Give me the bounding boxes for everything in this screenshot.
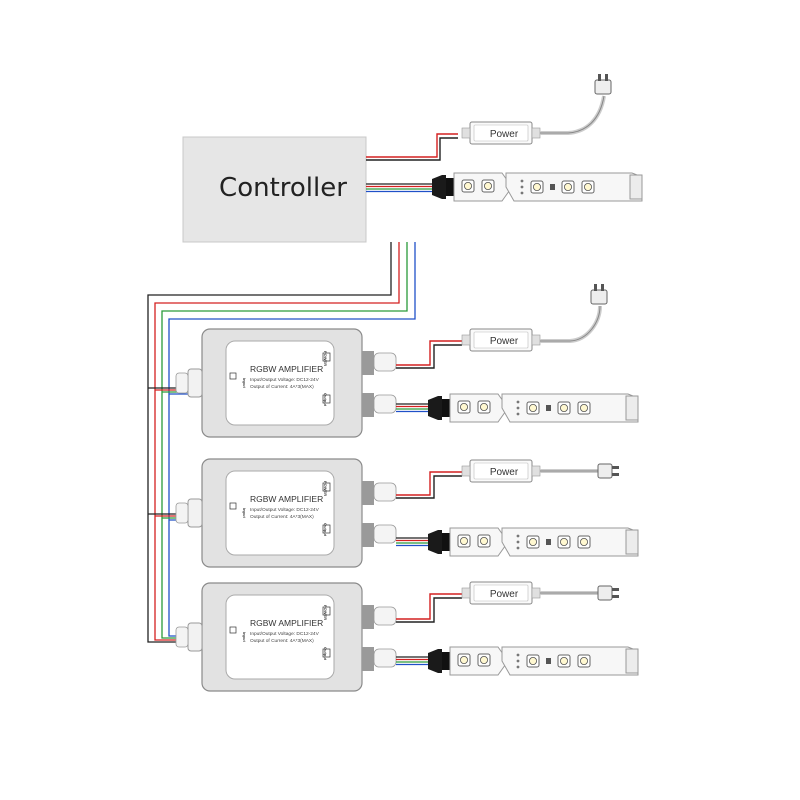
amplifier-port-input: Input [242,378,247,388]
amplifier-spec-voltage: Input/Output Voltage: DC12-24V [250,377,320,383]
amplifier-3: RGBW AMPLIFIER Input/Output Voltage: DC1… [175,582,397,692]
led-strip-2 [427,393,639,423]
controller-box: Controller [182,136,367,243]
plug-icon [594,74,612,95]
amplifier-port-output: Output [323,393,328,407]
controller-power-wires [366,133,458,161]
amplifier-spec-current: Output of Current: 4A*3(MAX) [250,514,314,520]
led-strip-1 [431,172,643,202]
amplifier-spec-voltage: Input/Output Voltage: DC12-24V [250,507,320,513]
amplifier-2-power-wires [396,471,462,499]
amplifier-title: RGBW AMPLIFIER [250,494,323,504]
amplifier-port-input: Input [242,632,247,642]
controller-to-amplifier-wires [147,242,416,643]
power-supply-3: Power [461,459,619,483]
amplifier-port-power: POWER [323,351,328,366]
plug-icon [590,284,608,305]
power-supply-1: Power [461,74,612,145]
plug-icon [597,463,619,479]
led-strip-3 [427,527,639,557]
amplifier-3-power-wires [396,593,462,623]
led-strip-4 [427,646,639,676]
amplifier-2: RGBW AMPLIFIER Input/Output Voltage: DC1… [175,458,397,568]
controller-strip-wires [366,183,432,193]
amplifier-spec-current: Output of Current: 4A*3(MAX) [250,638,314,644]
power-supply-label: Power [490,589,519,600]
amplifier-2-strip-wires [396,537,428,547]
amplifier-port-power: POWER [323,481,328,496]
amplifier-port-output: Output [323,647,328,661]
power-supply-2: Power [461,284,608,352]
plug-icon [597,585,619,601]
amplifier-1-strip-wires [396,403,428,413]
power-supply-4: Power [461,581,619,605]
amplifier-port-output: Output [323,523,328,537]
amplifier-title: RGBW AMPLIFIER [250,618,323,628]
amplifier-spec-voltage: Input/Output Voltage: DC12-24V [250,631,320,637]
power-supply-label: Power [490,467,519,478]
amplifier-port-power: POWER [323,605,328,620]
controller-label: Controller [219,173,347,203]
amplifier-title: RGBW AMPLIFIER [250,364,323,374]
amplifier-spec-current: Output of Current: 4A*3(MAX) [250,384,314,390]
power-supply-label: Power [490,336,519,347]
amplifier-1: RGBW AMPLIFIER Input/Output Voltage: DC1… [175,328,397,438]
power-supply-label: Power [490,129,519,140]
amplifier-port-input: Input [242,508,247,518]
amplifier-1-power-wires [396,340,462,369]
amplifier-3-strip-wires [396,656,428,666]
